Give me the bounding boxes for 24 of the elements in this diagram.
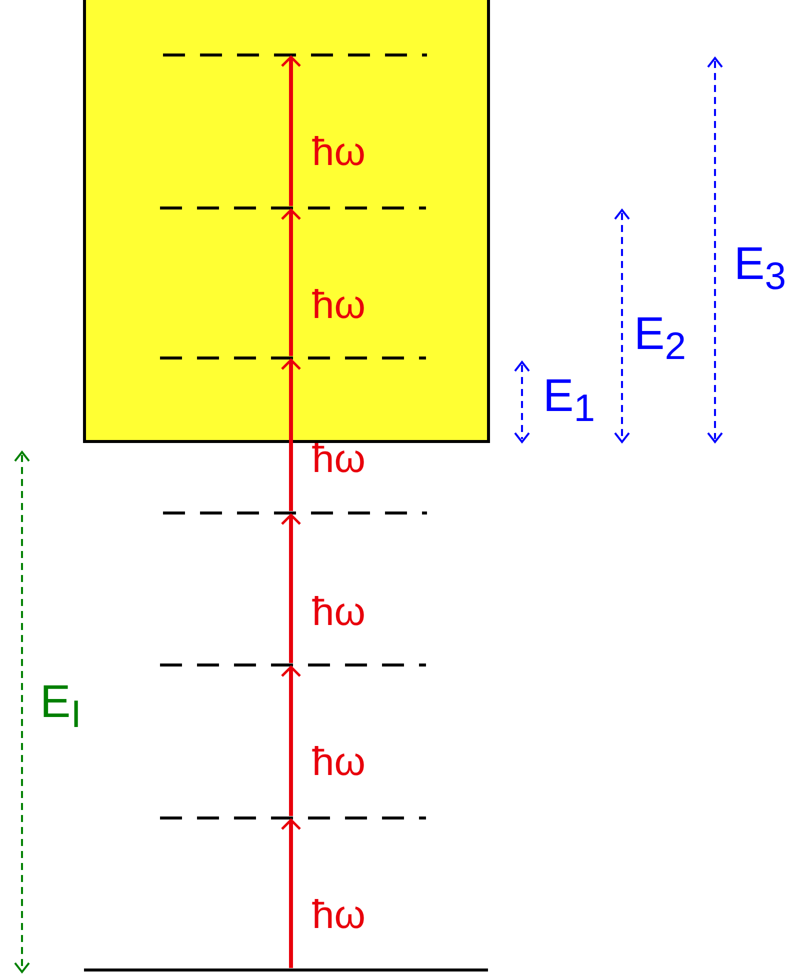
- ground-level-line: [84, 968, 488, 972]
- photon-arrow: [280, 514, 302, 663]
- photon-arrow: [280, 358, 302, 511]
- energy-level-line: [160, 356, 426, 360]
- energy-level-line: [163, 53, 427, 57]
- edge-label: ħω: [312, 130, 366, 174]
- photon-arrow: [280, 666, 302, 816]
- energy-label: E$_{1}$: [543, 370, 596, 432]
- edge-label: ħω: [312, 740, 366, 784]
- energy-label: E$_{I}$: [40, 676, 82, 738]
- energy-level-line: [163, 511, 427, 515]
- edge-label: ħω: [312, 437, 366, 481]
- edge-label: ħω: [312, 590, 366, 634]
- continuum-band: [83, 0, 490, 443]
- energy-label: E$_{3}$: [734, 238, 786, 300]
- energy-level-line: [160, 816, 426, 820]
- energy-level-line: [160, 206, 426, 210]
- edge-label: ħω: [312, 893, 366, 937]
- photon-arrow: [280, 56, 302, 206]
- energy-level-line: [160, 663, 426, 667]
- edge-label: ħω: [312, 283, 366, 327]
- photon-arrow: [280, 208, 302, 356]
- photon-arrow: [280, 818, 302, 968]
- energy-label: E$_{2}$: [634, 308, 686, 370]
